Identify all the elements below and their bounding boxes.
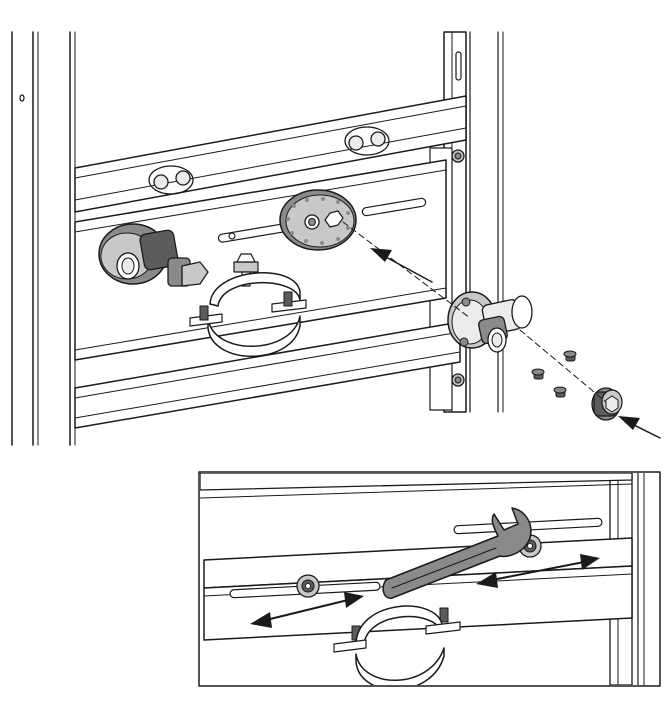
adjust-arrow-right xyxy=(476,554,600,588)
screw xyxy=(531,368,545,380)
inset-pipe-clamp xyxy=(333,605,461,685)
upper-crossbar xyxy=(74,95,467,213)
screw xyxy=(553,386,567,398)
elbow-fitting-left xyxy=(98,223,209,287)
round-mounting-plate xyxy=(279,189,357,251)
lower-crossbar xyxy=(74,321,461,429)
cap-arrow xyxy=(618,416,661,439)
cap-fitting xyxy=(591,387,623,421)
screws xyxy=(531,350,577,398)
main-view xyxy=(11,31,661,446)
inset-view xyxy=(198,471,661,687)
pipe-clamp xyxy=(189,253,307,357)
double-hole-right xyxy=(344,126,390,156)
inset-bolt-left xyxy=(296,574,320,598)
inset-top-bar xyxy=(200,473,633,499)
wrench xyxy=(382,507,532,599)
insert-arrow xyxy=(370,248,433,283)
elbow-fitting-right xyxy=(447,291,533,353)
assembly-lines xyxy=(342,221,607,403)
adjust-arrow-left xyxy=(250,592,364,628)
double-hole-left xyxy=(148,165,194,195)
wall-panel-left xyxy=(11,31,76,446)
screw xyxy=(563,350,577,362)
